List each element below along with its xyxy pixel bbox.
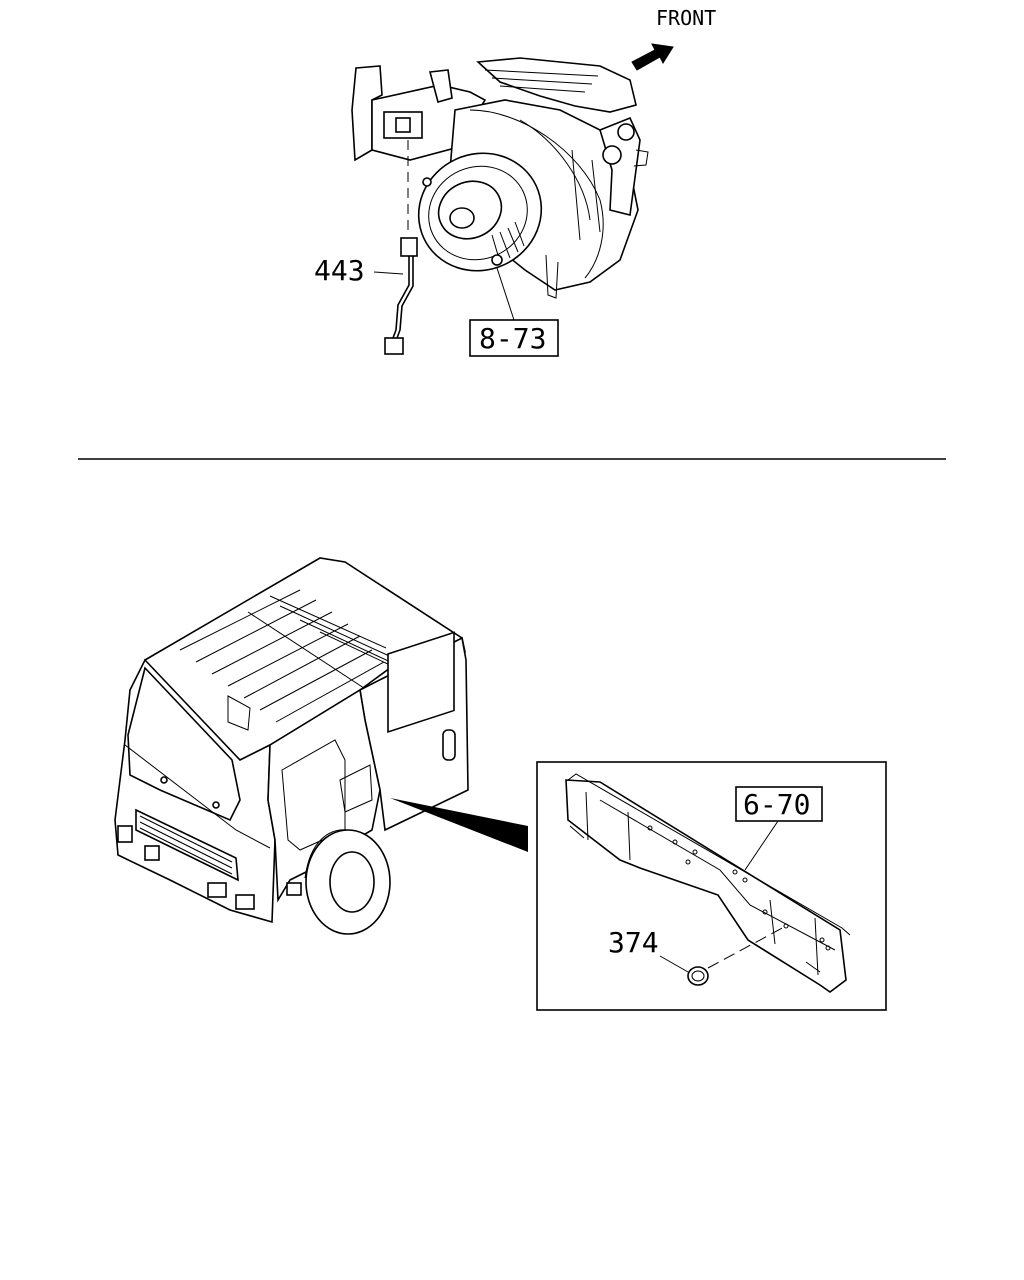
callout-8-73-box	[469, 319, 559, 357]
front-wheel	[304, 829, 391, 935]
connector-upper-icon	[400, 237, 418, 257]
connector-lower-icon	[384, 337, 404, 355]
callout-374-leader	[659, 955, 689, 973]
callout-374-label: 374	[608, 926, 659, 959]
front-label: FRONT	[656, 6, 716, 30]
pointer-wedge	[390, 798, 528, 852]
callout-443-leader	[373, 271, 404, 275]
reinforcement-bracket	[565, 773, 851, 993]
harness-443	[383, 111, 423, 355]
callout-8-73-label: 8-73	[479, 322, 546, 355]
blower-motor	[417, 152, 543, 272]
callout-6-70-leader	[744, 820, 779, 871]
plug-install-line	[707, 925, 787, 969]
callout-6-70-box	[735, 786, 823, 822]
callout-443-label: 443	[314, 254, 365, 287]
callout-6-70-label: 6-70	[743, 788, 810, 821]
callout-8-73-leader	[496, 267, 515, 321]
front-arrow-icon	[631, 43, 674, 71]
plug-374-icon	[687, 966, 709, 986]
blower-unit-figure: FRONT	[314, 6, 716, 357]
truck-figure: 6-70 374	[114, 557, 887, 1011]
